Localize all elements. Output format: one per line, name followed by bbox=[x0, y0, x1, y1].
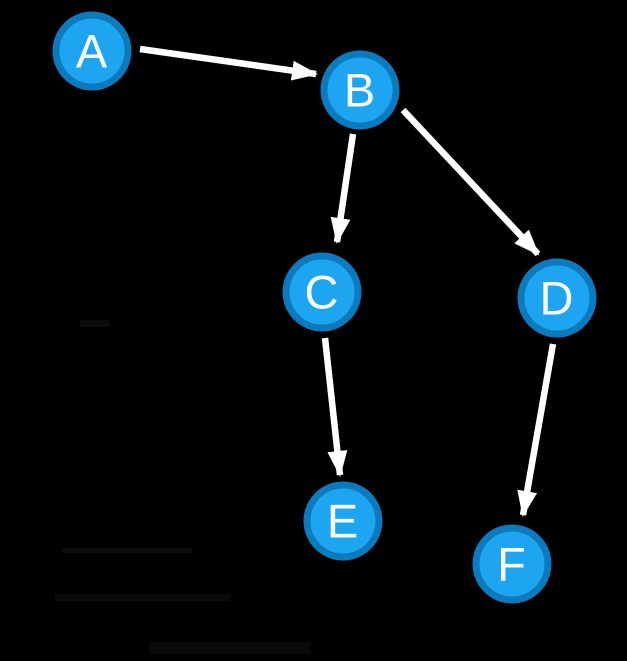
node-B[interactable]: B bbox=[320, 50, 400, 130]
node-circle-A[interactable] bbox=[52, 11, 132, 91]
node-E[interactable]: E bbox=[303, 481, 383, 561]
node-C[interactable]: C bbox=[282, 252, 362, 332]
edge-arrow-C-E bbox=[321, 337, 348, 477]
node-circle-F[interactable] bbox=[472, 524, 552, 604]
node-D[interactable]: D bbox=[517, 258, 597, 338]
edge-arrow-B-C bbox=[330, 133, 357, 244]
node-circle-E[interactable] bbox=[303, 481, 383, 561]
node-A[interactable]: A bbox=[52, 11, 132, 91]
edge-arrow-B-D bbox=[400, 107, 541, 257]
node-circle-D[interactable] bbox=[517, 258, 597, 338]
edge-arrow-D-F bbox=[517, 343, 557, 517]
node-F[interactable]: F bbox=[472, 524, 552, 604]
edges-layer bbox=[139, 45, 557, 517]
node-circle-B[interactable] bbox=[320, 50, 400, 130]
edge-arrow-A-B bbox=[139, 45, 318, 81]
nodes-layer: A B C D E F bbox=[52, 11, 597, 604]
node-circle-C[interactable] bbox=[282, 252, 362, 332]
